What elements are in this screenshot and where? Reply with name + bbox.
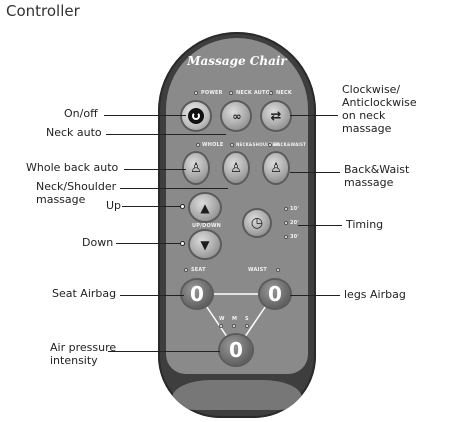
callout-line-back-waist xyxy=(290,172,340,173)
callout-clockwise-4: massage xyxy=(342,122,392,135)
seat-label: SEAT xyxy=(191,267,206,273)
power-icon xyxy=(188,108,204,124)
callout-clockwise-2: Anticlockwise xyxy=(342,96,417,109)
callout-line-legs-airbag xyxy=(290,295,340,296)
whole-back-auto-button[interactable]: ♙ xyxy=(184,153,208,183)
seated-person-icon: ♙ xyxy=(230,160,242,176)
remote-bottom-cap xyxy=(172,380,302,410)
remote-face xyxy=(166,38,308,374)
seat-airbag-icon: 0 xyxy=(190,282,204,306)
timing-30-led xyxy=(284,235,288,239)
air-pressure-button[interactable]: 0 xyxy=(220,335,252,365)
callout-line-timing xyxy=(298,225,342,226)
timing-20-led xyxy=(284,221,288,225)
callout-neck-shoulder-2: massage xyxy=(36,193,86,206)
callout-seat-airbag: Seat Airbag xyxy=(52,287,117,300)
timing-button[interactable]: ◷ xyxy=(244,210,270,236)
callout-dot-up xyxy=(180,204,185,209)
pressure-w-label: W xyxy=(219,316,225,322)
down-button[interactable]: ▼ xyxy=(190,231,220,258)
timing-10-label: 10' xyxy=(290,206,300,212)
callout-line-neck-auto xyxy=(106,134,226,135)
brand-logo: Massage Chair xyxy=(187,54,287,68)
callout-on-off: On/off xyxy=(64,107,98,120)
up-down-label: UP/DOWN xyxy=(192,223,222,229)
neck-auto-button[interactable]: ∞ xyxy=(222,102,250,130)
neck-rotation-button[interactable]: ⇄ xyxy=(262,102,290,130)
callout-line-air-pressure xyxy=(108,351,220,352)
power-indicator-led xyxy=(194,91,198,95)
callout-neck-auto: Neck auto xyxy=(46,126,102,139)
triangle-up-icon: ▲ xyxy=(200,200,210,215)
neck-label: NECK xyxy=(276,90,292,96)
whole-label: WHOLE xyxy=(202,142,224,148)
air-pressure-icon: 0 xyxy=(229,338,243,362)
neck-shoulder-label: NECK&SHOULDER xyxy=(236,142,279,147)
timing-20-label: 20' xyxy=(290,220,300,226)
seated-person-icon: ♙ xyxy=(270,160,282,176)
callout-clockwise-1: Clockwise/ xyxy=(342,83,401,96)
back-waist-label: BACK&WAIST xyxy=(274,142,307,147)
rotate-icon: ⇄ xyxy=(270,108,282,124)
callout-back-waist-1: Back&Waist xyxy=(344,163,410,176)
waist-label: WAIST xyxy=(248,267,268,273)
callout-line-clockwise xyxy=(290,115,338,116)
seat-airbag-button[interactable]: 0 xyxy=(182,280,212,308)
callout-up: Up xyxy=(106,199,122,212)
pressure-w-led xyxy=(219,324,223,328)
callout-whole-back-auto: Whole back auto xyxy=(26,161,119,174)
pressure-s-led xyxy=(245,324,249,328)
pressure-m-led xyxy=(232,324,236,328)
power-label: POWER xyxy=(201,90,223,96)
callout-back-waist-2: massage xyxy=(344,176,394,189)
callout-line-neck-shoulder xyxy=(120,188,228,189)
up-button[interactable]: ▲ xyxy=(190,194,220,221)
pressure-m-label: M xyxy=(232,316,238,322)
pressure-s-label: S xyxy=(245,316,249,322)
callout-line-up xyxy=(122,206,182,207)
timing-10-led xyxy=(284,207,288,211)
callout-neck-shoulder-1: Neck/Shoulder xyxy=(36,180,117,193)
seated-person-icon: ♙ xyxy=(190,160,202,176)
neck-auto-indicator-led xyxy=(229,91,233,95)
callout-line-on-off xyxy=(104,115,186,116)
callout-clockwise-3: on neck xyxy=(342,109,386,122)
callout-line-whole-back-auto xyxy=(124,169,186,170)
neck-shoulder-indicator-led xyxy=(230,143,234,147)
neck-shoulder-button[interactable]: ♙ xyxy=(224,153,248,183)
callout-dot-down xyxy=(180,241,185,246)
back-waist-button[interactable]: ♙ xyxy=(264,153,288,183)
page-title: Controller xyxy=(6,2,80,20)
callout-timing: Timing xyxy=(346,218,384,231)
callout-air-pressure-2: intensity xyxy=(50,354,98,367)
remote-control: Massage Chair POWER NECK AUTO NECK ∞ ⇄ W… xyxy=(158,32,316,418)
callout-line-down xyxy=(116,243,182,244)
callout-down: Down xyxy=(82,236,114,249)
waist-indicator-led xyxy=(276,268,280,272)
callout-legs-airbag: legs Airbag xyxy=(344,288,406,301)
double-circle-icon: ∞ xyxy=(232,109,241,123)
triangle-down-icon: ▼ xyxy=(200,237,210,252)
clock-icon: ◷ xyxy=(250,215,264,231)
legs-airbag-button[interactable]: 0 xyxy=(260,280,290,308)
callout-air-pressure-1: Air pressure xyxy=(50,341,117,354)
timing-30-label: 30' xyxy=(290,234,300,240)
seat-indicator-led xyxy=(184,268,188,272)
whole-indicator-led xyxy=(196,143,200,147)
power-button[interactable] xyxy=(182,102,210,130)
legs-airbag-icon: 0 xyxy=(268,282,282,306)
callout-line-seat-airbag xyxy=(120,295,184,296)
neck-indicator-led xyxy=(269,91,273,95)
neck-auto-label: NECK AUTO xyxy=(236,90,271,96)
back-waist-indicator-led xyxy=(268,143,272,147)
